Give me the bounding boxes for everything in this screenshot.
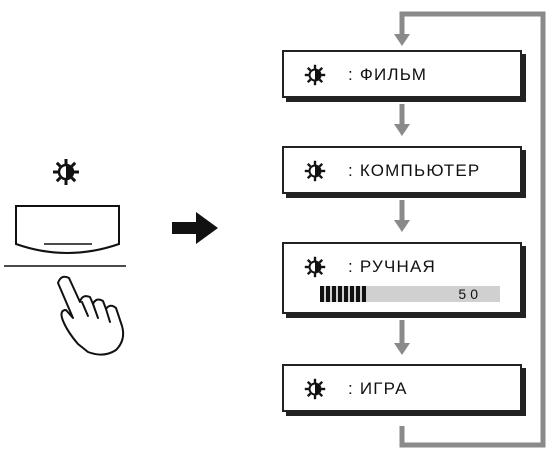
brightness-contrast-icon (304, 378, 326, 400)
mode-box-manual: : РУЧНАЯ 50 (282, 242, 522, 314)
mode-button[interactable] (4, 205, 126, 267)
mode-box-game: : ИГРА (282, 364, 522, 412)
mode-box-film: : ФИЛЬМ (282, 50, 522, 98)
level-value: 50 (458, 286, 482, 302)
arrow-manual-to-game (394, 320, 410, 355)
level-segment (356, 286, 360, 302)
mode-label-manual: : РУЧНАЯ (348, 257, 437, 276)
level-bar[interactable]: 50 (320, 286, 500, 302)
level-segment (362, 286, 366, 302)
brightness-contrast-icon (304, 256, 326, 278)
arrow-computer-to-manual (394, 200, 410, 232)
arrow-film-to-computer (394, 104, 410, 136)
hand-pointer-icon (57, 275, 125, 356)
mode-label-computer: : КОМПЬЮТЕР (348, 161, 481, 180)
mode-box-computer: : КОМПЬЮТЕР (282, 146, 522, 194)
brightness-contrast-icon (304, 160, 326, 182)
brightness-contrast-icon (304, 64, 326, 86)
level-segment (332, 286, 336, 302)
mode-label-game: : ИГРА (348, 379, 408, 398)
loop-arrowhead (394, 34, 410, 46)
level-segment (320, 286, 324, 302)
brightness-contrast-icon (52, 158, 80, 186)
mode-label-film: : ФИЛЬМ (348, 65, 428, 84)
right-arrow-icon (172, 212, 218, 244)
cycle-loop (399, 11, 546, 448)
level-segment (350, 286, 354, 302)
level-segment (338, 286, 342, 302)
level-fill (320, 286, 366, 302)
level-segment (326, 286, 330, 302)
level-segment (344, 286, 348, 302)
